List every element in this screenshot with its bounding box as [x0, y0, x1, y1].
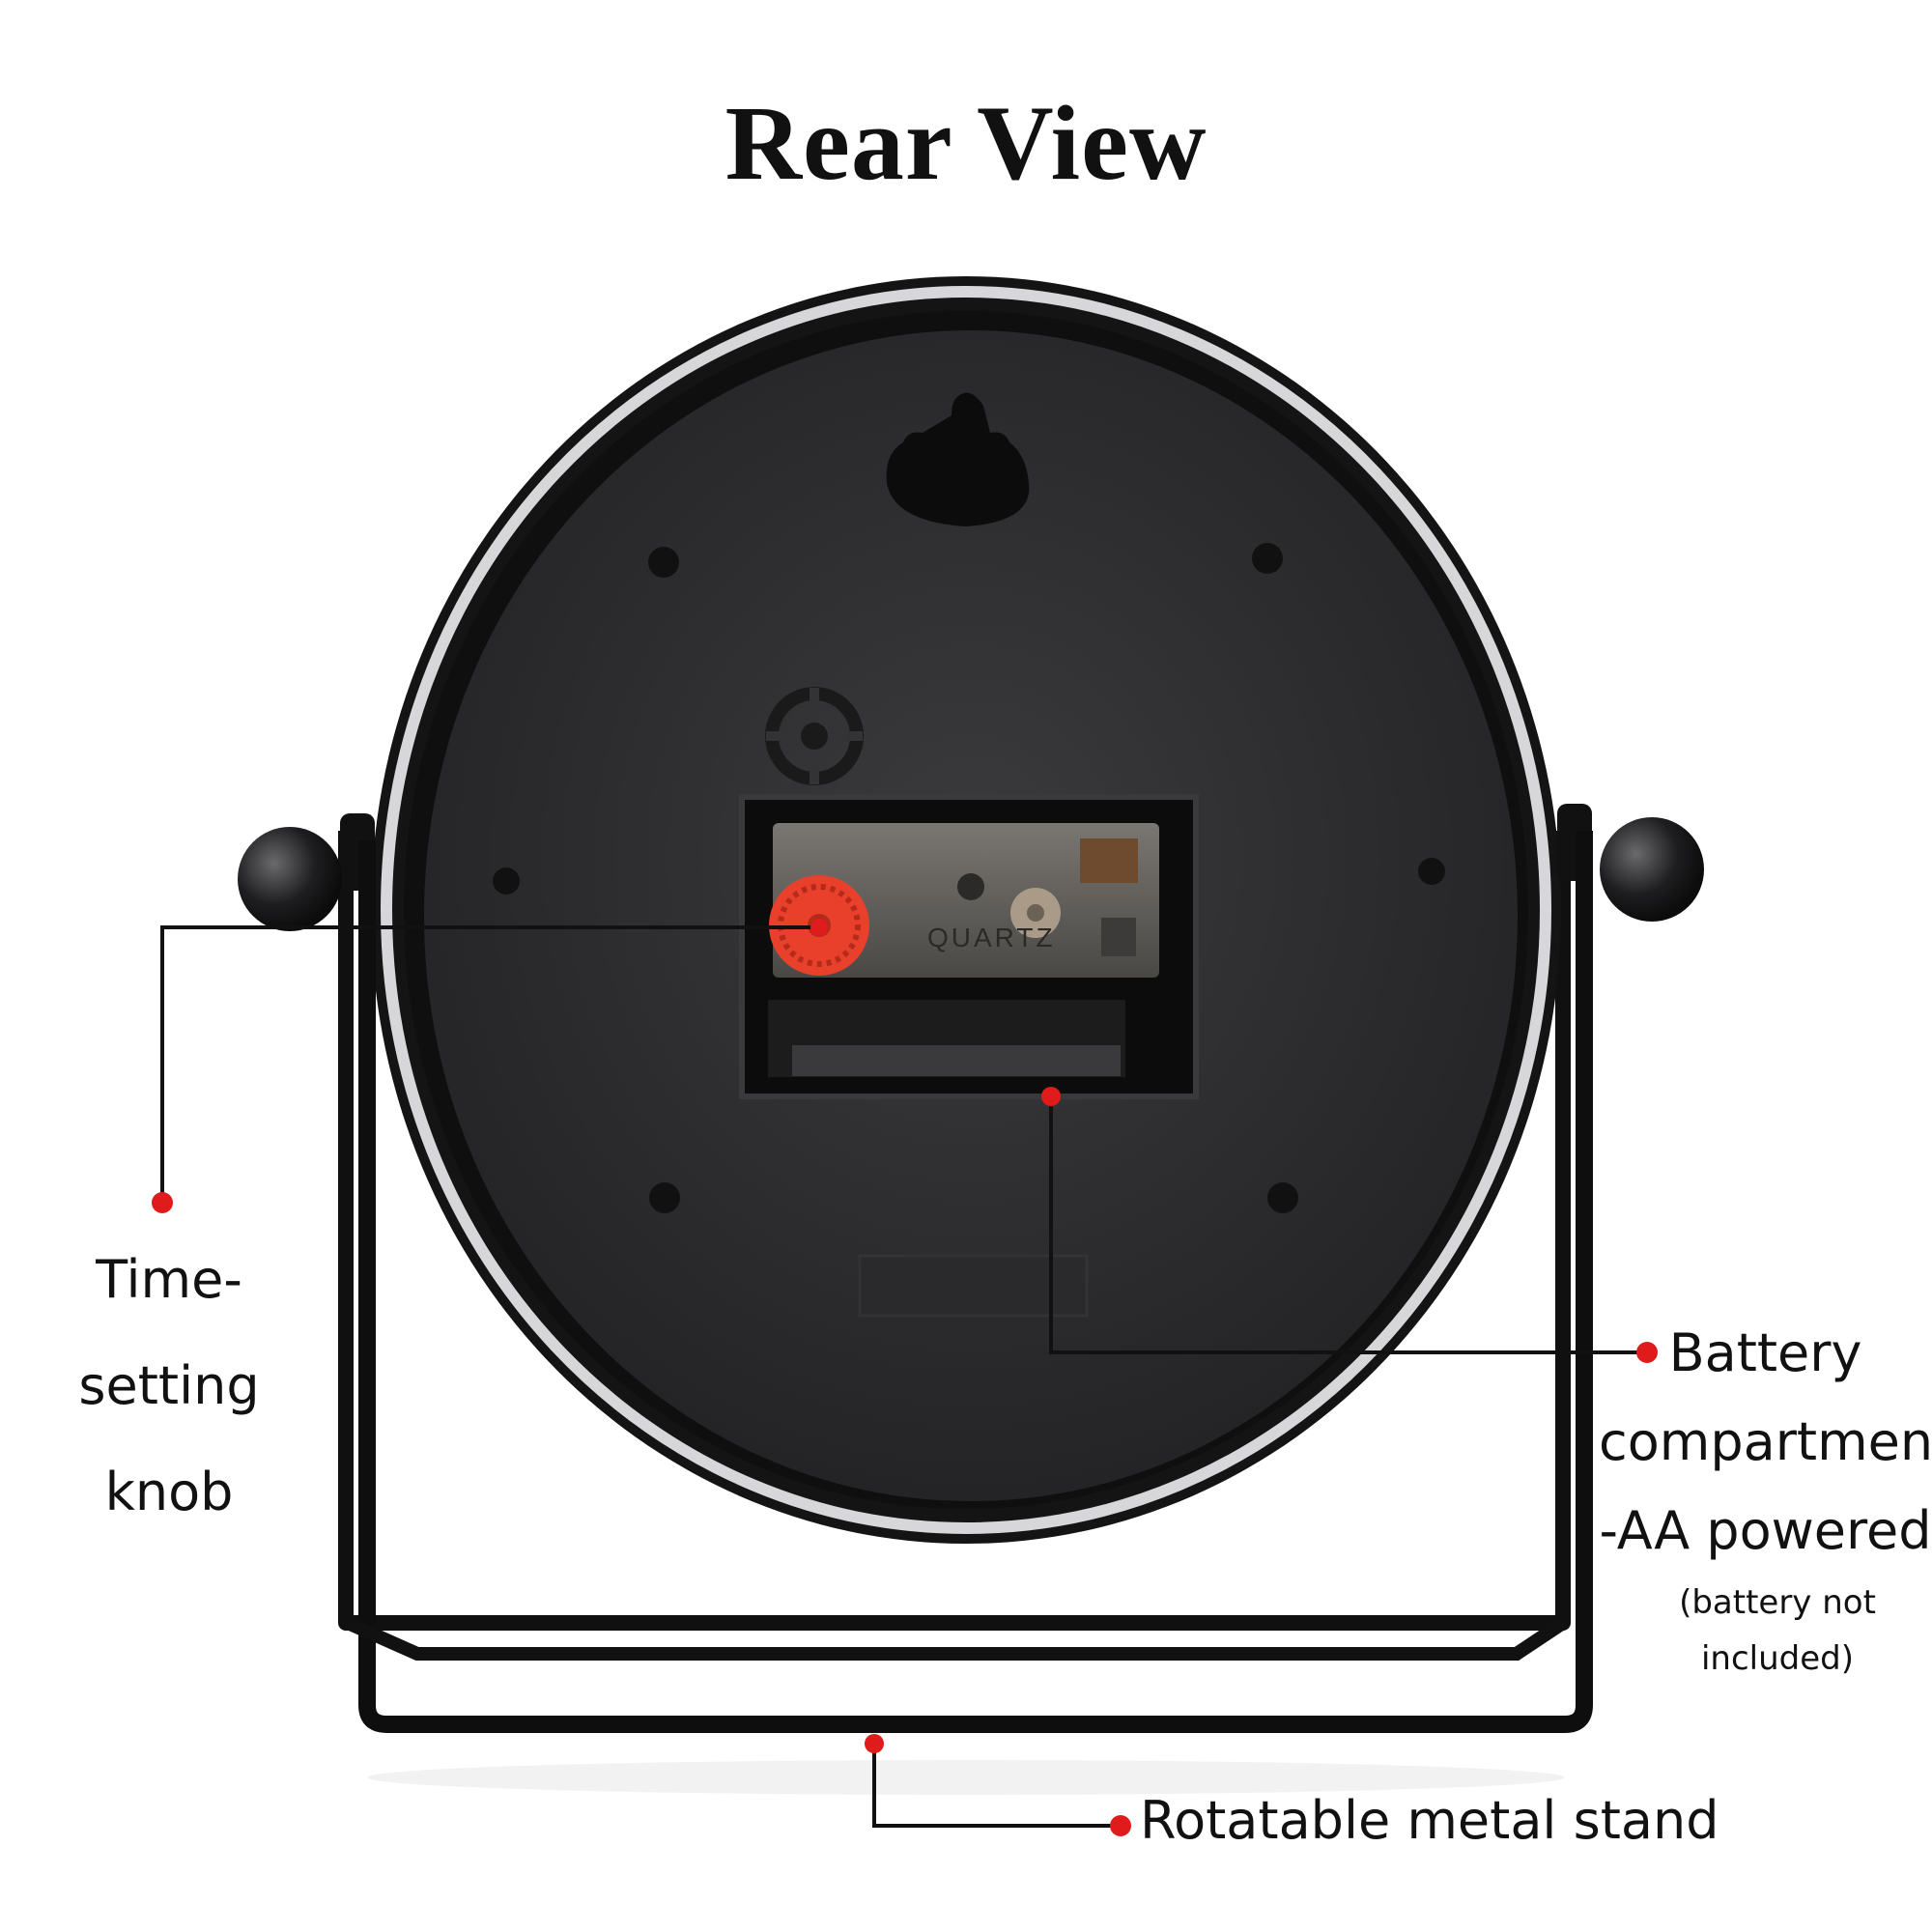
knob-callout-label: Time-setting knob	[19, 1227, 319, 1546]
stand-callout-line	[872, 1744, 1121, 1828]
floor-shadow	[367, 1760, 1565, 1795]
embossed-label-plate	[858, 1254, 1089, 1318]
knob-label-line2: knob	[104, 1462, 234, 1522]
screw-holes	[493, 543, 1445, 1213]
movement-window: QUARTZ	[739, 794, 1199, 1099]
quartz-movement	[773, 823, 1159, 978]
battery-callout-label: Battery compartment -AA powered	[1599, 1309, 1932, 1576]
page-title: Rear View	[724, 84, 1208, 202]
stand-back-frame	[338, 831, 1571, 1631]
battery-note-line1: (battery not	[1679, 1583, 1876, 1622]
battery-note-line2: included)	[1700, 1639, 1855, 1678]
knob-callout-line	[160, 925, 819, 1203]
callout-lines	[160, 925, 1647, 1828]
pivot-knob-left	[238, 813, 375, 931]
battery-label-line3: -AA powered	[1599, 1500, 1932, 1561]
battery-label-line2: compartment	[1599, 1411, 1932, 1472]
stand-callout-label: Rotatable metal stand	[1140, 1790, 1719, 1851]
knob-label-line1: Time-setting	[78, 1249, 260, 1416]
stand-front-frame	[358, 831, 1593, 1733]
battery-label-line1: Battery	[1668, 1322, 1862, 1383]
callout-dots	[152, 919, 1658, 1836]
battery-note: (battery not included)	[1642, 1575, 1913, 1687]
hanging-keyhole-icon	[886, 392, 1030, 526]
quartz-mark: QUARTZ	[927, 923, 1056, 952]
battery-callout-line	[1049, 1096, 1647, 1354]
